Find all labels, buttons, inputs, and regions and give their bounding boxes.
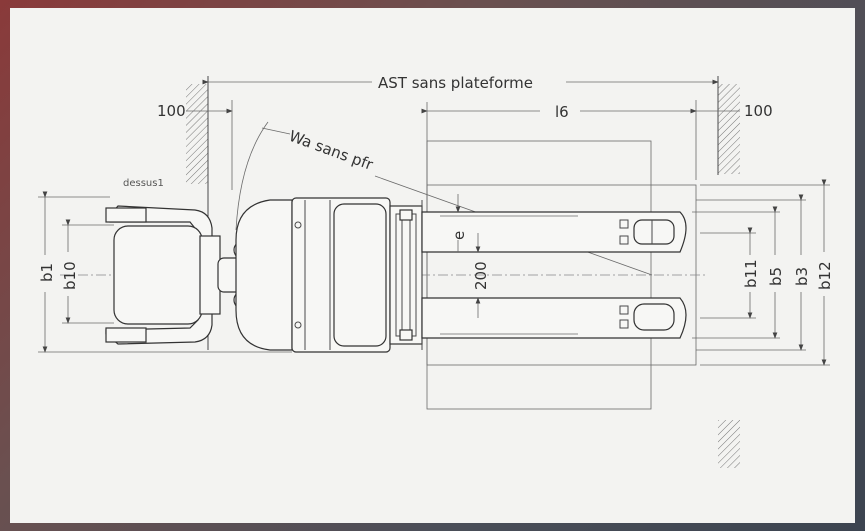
b12-label: b12 xyxy=(816,261,834,290)
clearance-left-label: 100 xyxy=(157,102,186,120)
b10-dimension: b10 xyxy=(61,219,114,324)
d200-dimension: 200 xyxy=(472,233,490,318)
d200-label: 200 xyxy=(472,261,490,290)
wall-hatch-right xyxy=(717,76,740,468)
l6-label: l6 xyxy=(555,103,569,121)
drive-unit xyxy=(235,197,391,353)
b11-label: b11 xyxy=(742,259,760,288)
wa-label: Wa sans pfr xyxy=(287,127,377,174)
b10-label: b10 xyxy=(61,261,79,290)
clearance-right-label: 100 xyxy=(744,102,773,120)
fork-upper xyxy=(421,211,687,253)
b3-dimension: b3 xyxy=(696,194,811,351)
ast-dimension: AST sans plateforme xyxy=(202,74,719,92)
e-dimension: e xyxy=(450,194,468,252)
clearance-left: 100 xyxy=(157,100,233,190)
e-label: e xyxy=(450,231,468,240)
b3-label: b3 xyxy=(793,267,811,286)
view-label: dessus1 xyxy=(123,178,164,189)
b11-dimension: b11 xyxy=(700,227,760,319)
b5-dimension: b5 xyxy=(692,206,785,339)
tiller-handle xyxy=(105,205,213,345)
b5-label: b5 xyxy=(767,267,785,286)
ast-label: AST sans plateforme xyxy=(378,74,533,92)
b12-dimension: b12 xyxy=(700,179,834,366)
fork-carriage xyxy=(389,200,423,350)
b1-label: b1 xyxy=(38,263,56,282)
fork-lower xyxy=(421,297,687,339)
b1-dimension: b1 xyxy=(38,191,292,353)
